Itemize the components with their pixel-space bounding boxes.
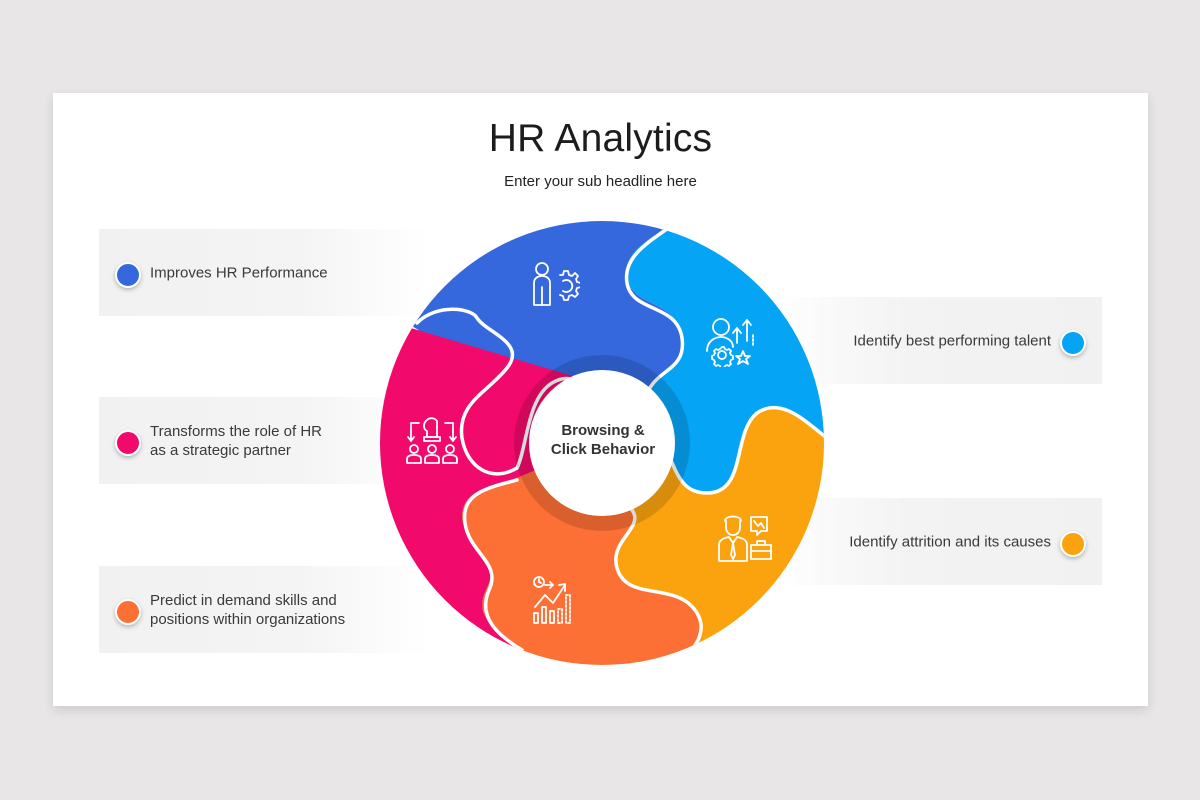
item-text: Transforms the role of HR as a strategic… bbox=[150, 422, 322, 459]
slide-title: HR Analytics bbox=[488, 117, 713, 160]
pink-bullet-dot bbox=[115, 429, 141, 456]
center-label: Browsing & Click Behavior bbox=[550, 422, 656, 458]
item-demand-skills: Predict in demand skills and positions w… bbox=[99, 566, 429, 653]
item-best-talent: Identify best performing talent bbox=[772, 297, 1102, 384]
center-circle bbox=[529, 370, 675, 516]
chess-knight-team-icon bbox=[406, 417, 458, 464]
item-strategic-partner: Transforms the role of HR as a strategic… bbox=[99, 397, 429, 484]
employee-decline-icon bbox=[718, 515, 772, 562]
slide-subtitle: Enter your sub headline here bbox=[504, 173, 697, 190]
item-attrition: Identify attrition and its causes bbox=[772, 498, 1102, 585]
item-text: Improves HR Performance bbox=[150, 264, 328, 281]
item-hr-performance: Improves HR Performance bbox=[99, 229, 429, 316]
slide: HR Analytics Enter your sub headline her… bbox=[53, 93, 1148, 706]
person-gear-icon bbox=[533, 262, 580, 306]
puzzle-piece-orange bbox=[462, 443, 702, 665]
amber-bullet-dot bbox=[1060, 530, 1086, 557]
item-text: Predict in demand skills and positions w… bbox=[150, 591, 346, 628]
orange-bullet-dot bbox=[115, 598, 141, 625]
puzzle-wheel bbox=[377, 218, 827, 668]
item-text: Identify best performing talent bbox=[853, 332, 1051, 349]
sky-bullet-dot bbox=[1060, 329, 1086, 356]
blue-bullet-dot bbox=[115, 261, 141, 288]
growth-chart-icon bbox=[533, 576, 571, 624]
item-text: Identify attrition and its causes bbox=[849, 533, 1051, 550]
talent-growth-icon bbox=[706, 318, 754, 367]
